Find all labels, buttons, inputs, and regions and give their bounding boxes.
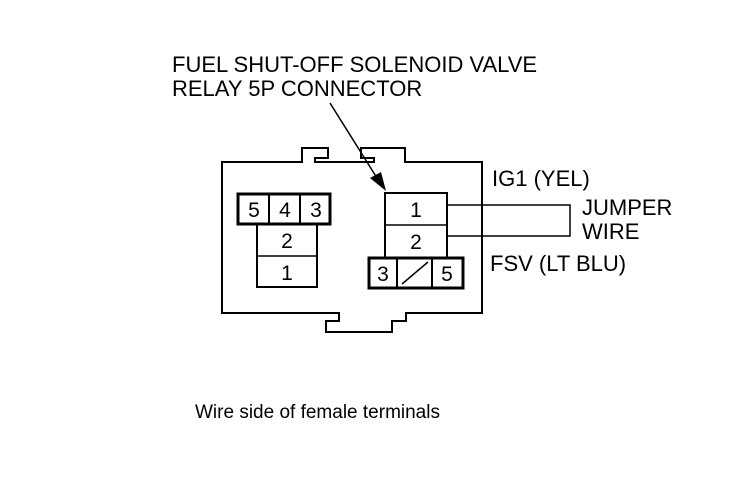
fsv-label: FSV (LT BLU) bbox=[490, 251, 626, 276]
left-pin-2: 2 bbox=[281, 230, 293, 253]
right-pin-2: 2 bbox=[410, 231, 422, 254]
ig1-label: IG1 (YEL) bbox=[492, 166, 590, 191]
right-pin-1: 1 bbox=[410, 199, 422, 222]
left-pin-1: 1 bbox=[281, 262, 293, 285]
jumper-label-line-2: WIRE bbox=[582, 219, 639, 244]
left-pin-4: 4 bbox=[279, 199, 291, 222]
blank-cavity-slash bbox=[401, 261, 429, 285]
jumper-wire bbox=[447, 204, 571, 237]
callout-arrow bbox=[329, 102, 386, 191]
left-pin-5: 5 bbox=[248, 199, 260, 222]
left-socket: 5 4 3 2 1 bbox=[236, 192, 332, 288]
callout-line-2: RELAY 5P CONNECTOR bbox=[172, 76, 422, 101]
connector-housing bbox=[221, 147, 483, 333]
right-pin-3: 3 bbox=[377, 263, 389, 286]
jumper-label-line-1: JUMPER bbox=[582, 195, 672, 220]
left-pin-3: 3 bbox=[310, 199, 322, 222]
callout-line-1: FUEL SHUT-OFF SOLENOID VALVE bbox=[172, 52, 537, 77]
diagram-caption: Wire side of female terminals bbox=[195, 402, 440, 423]
right-pin-5: 5 bbox=[441, 263, 453, 286]
right-socket: 1 2 3 5 bbox=[367, 192, 465, 290]
